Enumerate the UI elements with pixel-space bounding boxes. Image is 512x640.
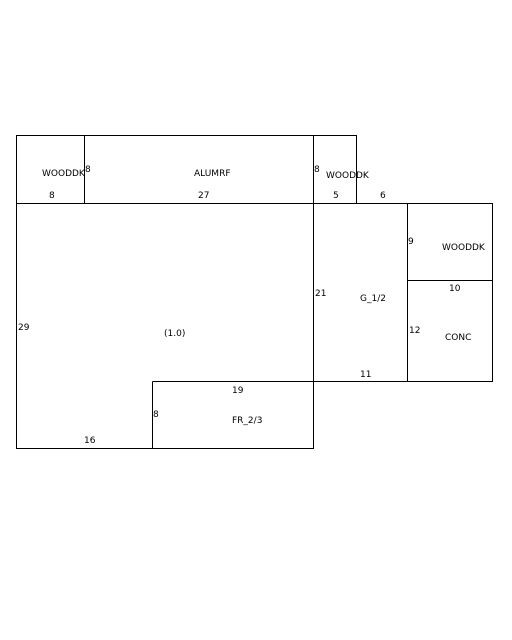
label-wooddk-mid: WOODDK — [326, 171, 370, 181]
dim-conc-height: 12 — [409, 326, 420, 336]
dim-fr-width: 19 — [232, 386, 244, 396]
dim-main-bottom: 16 — [84, 436, 96, 446]
dim-g-half-height: 21 — [315, 289, 326, 299]
dim-wooddk-right-width: 10 — [449, 284, 461, 294]
dim-wooddk-right-height: 9 — [408, 237, 414, 247]
label-main: (1.0) — [164, 329, 185, 339]
dim-offset-6: 6 — [380, 191, 386, 201]
dim-wooddk-left-height: 8 — [85, 165, 91, 175]
dim-wooddk-mid-width: 5 — [333, 191, 339, 201]
wooddk-right-outline — [407, 203, 493, 281]
dim-wooddk-left-width: 8 — [49, 191, 55, 201]
g-half-outline — [313, 203, 408, 382]
dim-main-height: 29 — [18, 323, 30, 333]
label-conc: CONC — [445, 333, 471, 343]
dim-g-half-bottom: 11 — [360, 370, 371, 380]
label-alumrf: ALUMRF — [194, 169, 231, 179]
label-g-half: G_1/2 — [360, 294, 386, 304]
conc-outline — [407, 280, 493, 382]
dim-alumrf-height: 8 — [314, 165, 320, 175]
label-wooddk-left: WOODDK — [42, 169, 86, 179]
dim-alumrf-width: 27 — [198, 191, 209, 201]
main-outline — [16, 203, 314, 449]
label-wooddk-right: WOODDK — [442, 243, 486, 253]
label-fr-two-thirds: FR_2/3 — [232, 416, 262, 426]
dim-fr-height: 8 — [153, 410, 159, 420]
